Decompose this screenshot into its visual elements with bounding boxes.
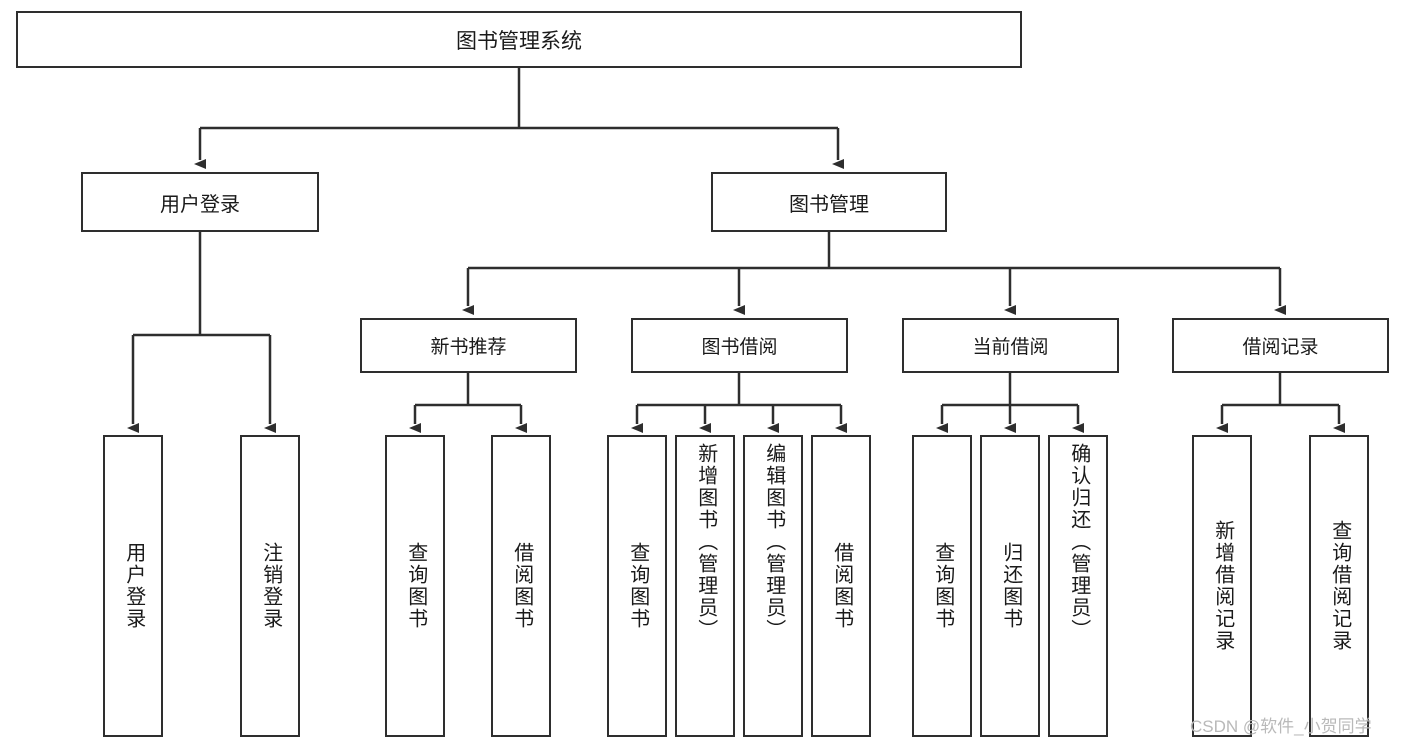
node-book-manage[interactable]: 图书管理 [711,172,947,232]
leaf-query-book-2[interactable]: 查询图书 [607,435,667,737]
leaf-user-login-label: 用户登录 [122,542,145,630]
node-book-borrow-label: 图书借阅 [701,337,778,358]
leaf-query-book-1[interactable]: 查询图书 [385,435,445,737]
leaf-add-book[interactable]: 新增图书（管理员） [675,435,735,737]
leaf-return-book-label: 归还图书 [999,542,1022,630]
node-root[interactable]: 图书管理系统 [16,11,1022,68]
node-current-borrow-label: 当前借阅 [972,337,1049,358]
leaf-add-book-label: 新增图书（管理员） [694,443,717,641]
leaf-user-logout[interactable]: 注销登录 [240,435,300,737]
leaf-query-record[interactable]: 查询借阅记录 [1309,435,1369,737]
leaf-query-book-3-label: 查询图书 [931,542,954,630]
leaf-add-record-label: 新增借阅记录 [1211,520,1234,652]
node-new-book-recommend-label: 新书推荐 [430,337,507,358]
leaf-user-logout-label: 注销登录 [259,542,282,630]
leaf-confirm-return[interactable]: 确认归还（管理员） [1048,435,1108,737]
leaf-query-book-1-label: 查询图书 [404,542,427,630]
node-root-label: 图书管理系统 [456,29,582,53]
leaf-edit-book[interactable]: 编辑图书（管理员） [743,435,803,737]
node-borrow-record[interactable]: 借阅记录 [1172,318,1389,373]
csdn-watermark: CSDN @软件_小贺同学 [1190,717,1372,736]
leaf-query-book-2-label: 查询图书 [626,542,649,630]
node-book-manage-label: 图书管理 [789,193,869,216]
leaf-user-login[interactable]: 用户登录 [103,435,163,737]
leaf-borrow-book-2-label: 借阅图书 [830,542,853,630]
leaf-borrow-book-2[interactable]: 借阅图书 [811,435,871,737]
node-new-book-recommend[interactable]: 新书推荐 [360,318,577,373]
leaf-query-record-label: 查询借阅记录 [1328,520,1351,652]
leaf-return-book[interactable]: 归还图书 [980,435,1040,737]
leaf-borrow-book-1[interactable]: 借阅图书 [491,435,551,737]
leaf-query-book-3[interactable]: 查询图书 [912,435,972,737]
node-current-borrow[interactable]: 当前借阅 [902,318,1119,373]
leaf-borrow-book-1-label: 借阅图书 [510,542,533,630]
leaf-edit-book-label: 编辑图书（管理员） [762,443,785,641]
leaf-add-record[interactable]: 新增借阅记录 [1192,435,1252,737]
leaf-confirm-return-label: 确认归还（管理员） [1067,443,1090,641]
node-borrow-record-label: 借阅记录 [1242,337,1319,358]
node-user-login-label: 用户登录 [160,193,240,216]
node-book-borrow[interactable]: 图书借阅 [631,318,848,373]
node-user-login[interactable]: 用户登录 [81,172,319,232]
